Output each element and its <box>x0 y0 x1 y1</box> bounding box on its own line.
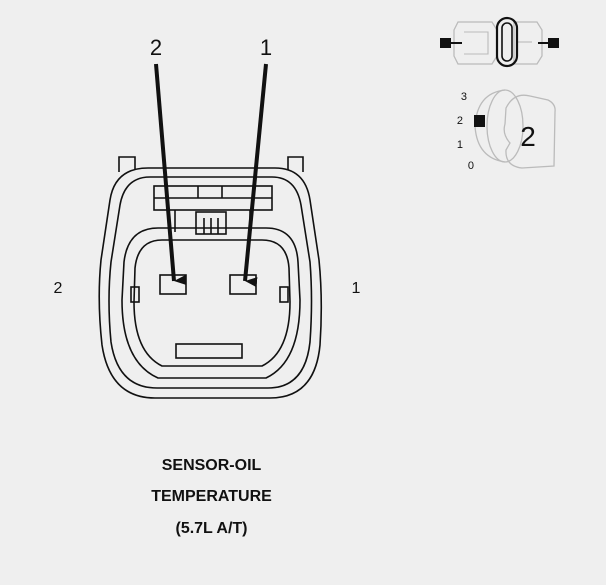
side-label-right: 1 <box>352 280 361 297</box>
caption-line-2: TEMPERATURE <box>151 488 272 505</box>
cavity-inner <box>133 239 291 367</box>
caption-line-1: SENSOR-OIL <box>161 457 262 474</box>
key-position-indicator <box>474 89 556 169</box>
cavity-outer <box>121 227 301 379</box>
key-scale-label-1: 1 <box>457 139 463 151</box>
pin-1-callout-label: 1 <box>260 35 272 60</box>
bottom-key <box>175 343 243 359</box>
key-scale-label-2: 2 <box>457 115 463 127</box>
key-scale-label-0: 0 <box>468 160 474 172</box>
side-label-left: 2 <box>54 280 63 297</box>
left-rib <box>130 286 140 303</box>
connector-side-view-icon <box>440 16 559 68</box>
key-scale-label-3: 3 <box>461 91 467 103</box>
connector-face <box>98 156 323 399</box>
caption-line-3: (5.7L A/T) <box>175 520 248 537</box>
pin-2-arrow <box>154 63 187 285</box>
pin-1-arrow <box>243 63 268 288</box>
housing-inner-edge <box>108 176 313 389</box>
outer-housing <box>98 167 323 399</box>
key-number-label: 2 <box>520 121 536 152</box>
left-top-tab <box>118 156 136 172</box>
terminal-pin-1 <box>229 274 257 295</box>
right-top-tab <box>287 156 304 172</box>
pin-2-callout-label: 2 <box>150 35 162 60</box>
right-rib <box>279 286 289 303</box>
